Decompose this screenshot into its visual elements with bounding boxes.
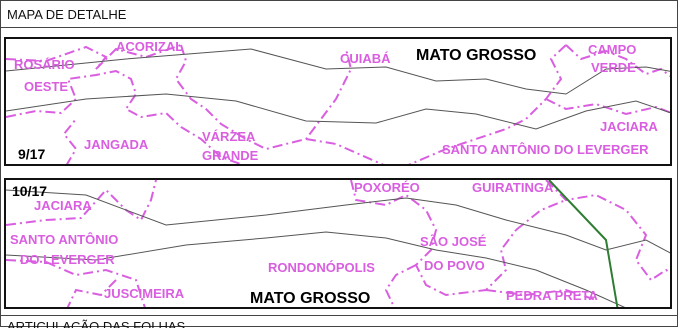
label-verde: VERDE bbox=[591, 60, 636, 75]
map-footer: ARTICULAÇÃO DAS FOLHAS bbox=[1, 315, 677, 328]
label-santo-antonio: SANTO ANTÔNIO bbox=[10, 232, 118, 247]
sheet-number: 9/17 bbox=[18, 146, 45, 162]
municipal-boundary bbox=[545, 180, 670, 282]
sheet-panel-10-17: 10/17 JACIARA POXORÉO GUIRATINGA SANTO A… bbox=[4, 178, 672, 309]
label-oeste: OESTE bbox=[24, 79, 68, 94]
municipal-boundary bbox=[6, 259, 146, 307]
label-jaciara: JACIARA bbox=[600, 119, 658, 134]
sheet-panel-9-17: ROSÁRIO OESTE ACORIZAL CUIABÁ MATO GROSS… bbox=[4, 37, 672, 166]
label-juscimeira: JUSCIMEIRA bbox=[104, 286, 185, 301]
label-jaciara: JACIARA bbox=[34, 198, 92, 213]
label-poxoreo: POXORÉO bbox=[354, 180, 420, 195]
road bbox=[6, 189, 670, 254]
label-jangada: JANGADA bbox=[84, 137, 149, 152]
map-title: MAPA DE DETALHE bbox=[7, 7, 127, 22]
road bbox=[6, 48, 670, 95]
state-label: MATO GROSSO bbox=[250, 290, 370, 307]
municipal-boundary bbox=[350, 180, 517, 297]
municipal-boundary bbox=[565, 44, 670, 78]
road bbox=[6, 231, 625, 307]
sheet-number: 10/17 bbox=[12, 183, 47, 199]
label-campo: CAMPO bbox=[588, 42, 636, 57]
road bbox=[6, 93, 670, 130]
municipal-boundary bbox=[305, 138, 384, 164]
municipal-boundary bbox=[6, 44, 182, 70]
label-cuiaba: CUIABÁ bbox=[340, 51, 391, 66]
railway bbox=[548, 180, 619, 307]
label-rondonopolis: RONDONÓPOLIS bbox=[268, 260, 375, 275]
sheet-map-9-17: ROSÁRIO OESTE ACORIZAL CUIABÁ MATO GROSS… bbox=[6, 39, 670, 164]
municipal-boundary bbox=[515, 199, 567, 231]
label-guiratinga: GUIRATINGA bbox=[472, 180, 554, 195]
municipal-boundary bbox=[62, 118, 78, 164]
label-acorizal: ACORIZAL bbox=[116, 39, 183, 54]
sheet-map-10-17: 10/17 JACIARA POXORÉO GUIRATINGA SANTO A… bbox=[6, 180, 670, 307]
footer-title: ARTICULAÇÃO DAS FOLHAS bbox=[7, 319, 186, 328]
municipal-boundary bbox=[6, 69, 244, 164]
municipal-boundary bbox=[384, 264, 417, 307]
municipal-boundary bbox=[408, 44, 567, 164]
map-header: MAPA DE DETALHE bbox=[1, 1, 677, 28]
municipal-boundary bbox=[6, 180, 157, 226]
municipal-boundary bbox=[545, 98, 670, 116]
municipal-boundary bbox=[485, 288, 597, 301]
label-rosario: ROSÁRIO bbox=[14, 57, 75, 72]
label-pedra-preta: PEDRA PRETA bbox=[506, 288, 598, 303]
label-do-leverger: DO LEVERGER bbox=[20, 252, 115, 267]
municipal-boundary bbox=[174, 44, 353, 151]
label-sao-jose: SÃO JOSÉ bbox=[420, 234, 487, 249]
label-varzea: VÁRZEA bbox=[202, 129, 256, 144]
label-santo-antonio-leverger: SANTO ANTÔNIO DO LEVERGER bbox=[442, 142, 649, 157]
label-do-povo: DO POVO bbox=[424, 258, 485, 273]
state-label: MATO GROSSO bbox=[416, 47, 536, 64]
label-grande: GRANDE bbox=[202, 148, 259, 163]
